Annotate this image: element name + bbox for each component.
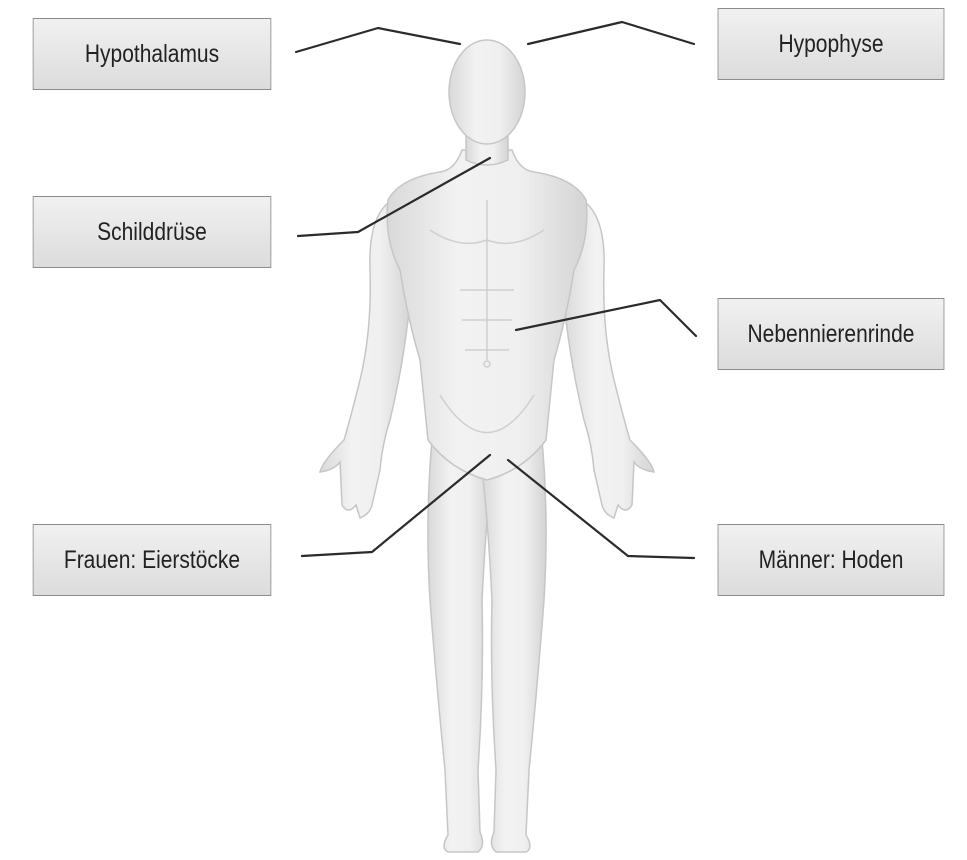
label-hypothalamus: Hypothalamus — [33, 18, 272, 90]
leader-line-schilddruese — [298, 158, 490, 236]
leader-line-hypophyse — [528, 22, 694, 44]
label-text-hypophyse: Hypophyse — [778, 30, 883, 59]
label-schilddruese: Schilddrüse — [33, 196, 272, 268]
leader-line-eierstoecke — [302, 455, 490, 556]
leader-line-hoden — [508, 460, 694, 558]
label-hypophyse: Hypophyse — [718, 8, 945, 80]
leader-line-hypothalamus — [296, 28, 460, 52]
label-eierstoecke: Frauen: Eierstöcke — [33, 524, 272, 596]
label-text-hypothalamus: Hypothalamus — [85, 40, 219, 69]
label-text-hoden: Männer: Hoden — [759, 546, 904, 575]
label-hoden: Männer: Hoden — [718, 524, 945, 596]
leader-line-nebennierenrinde — [516, 300, 696, 336]
label-text-schilddruese: Schilddrüse — [97, 218, 207, 247]
label-text-nebennierenrinde: Nebennierenrinde — [748, 320, 915, 349]
label-text-eierstoecke: Frauen: Eierstöcke — [64, 546, 240, 575]
label-nebennierenrinde: Nebennierenrinde — [718, 298, 945, 370]
